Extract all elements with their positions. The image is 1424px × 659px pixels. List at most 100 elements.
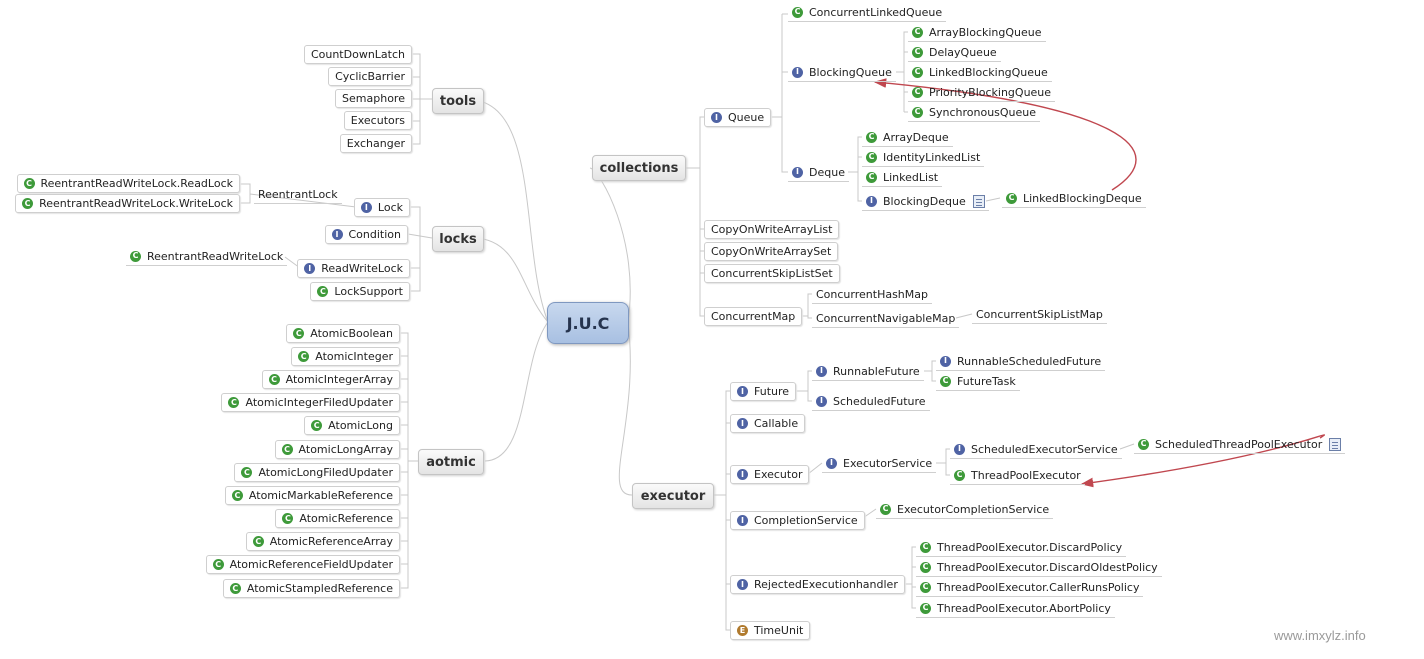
class-icon: C: [912, 26, 923, 38]
arrow-scheduled-to-threadpoolexecutor: [1080, 434, 1325, 488]
class-icon: C: [912, 66, 923, 78]
tool-node[interactable]: Semaphore: [335, 89, 412, 108]
class-icon: C: [792, 6, 803, 18]
category-executor[interactable]: executor: [632, 483, 714, 509]
concurrenthashmap-node[interactable]: ConcurrentHashMap: [812, 285, 932, 304]
tool-node[interactable]: Exchanger: [339, 134, 412, 153]
concurrentmap-node[interactable]: ConcurrentMap: [704, 307, 803, 326]
class-icon: C: [282, 513, 294, 524]
class-icon: C: [317, 286, 329, 297]
concurrentskiplistmap-node[interactable]: ConcurrentSkipListMap: [972, 305, 1107, 324]
class-icon: C: [912, 86, 923, 98]
root-node[interactable]: J.U.C: [547, 302, 629, 344]
interface-icon: I: [360, 202, 372, 213]
class-icon: C: [920, 581, 931, 593]
category-locks[interactable]: locks: [432, 226, 484, 252]
tool-node[interactable]: Executors: [343, 111, 412, 130]
interface-icon: I: [737, 469, 748, 480]
category-aotmic[interactable]: aotmic: [418, 449, 484, 475]
class-icon: C: [954, 469, 965, 481]
tool-node[interactable]: CyclicBarrier: [328, 67, 412, 86]
class-icon: C: [228, 397, 240, 408]
category-collections[interactable]: collections: [592, 155, 686, 181]
category-label: collections: [599, 160, 679, 176]
class-icon: C: [281, 444, 293, 455]
interface-icon: I: [737, 386, 748, 397]
concurrentskiplistset-node[interactable]: ConcurrentSkipListSet: [704, 264, 840, 283]
interface-icon: I: [792, 166, 803, 178]
copyonwritearraylist-node[interactable]: CopyOnWriteArrayList: [704, 220, 840, 239]
category-tools[interactable]: tools: [432, 88, 484, 114]
interface-icon: I: [954, 443, 965, 455]
interface-icon: I: [792, 66, 803, 78]
note-icon: [1329, 437, 1342, 451]
category-label: aotmic: [426, 454, 476, 470]
interface-icon: I: [866, 195, 877, 207]
class-icon: C: [252, 536, 264, 547]
reentrantlock-node[interactable]: ReentrantLock: [254, 185, 342, 204]
root-label: J.U.C: [566, 313, 610, 333]
class-icon: C: [1138, 438, 1149, 450]
concurrentnavigablemap-node[interactable]: ConcurrentNavigableMap: [812, 309, 960, 328]
category-label: executor: [640, 488, 706, 504]
class-icon: C: [912, 46, 923, 58]
class-icon: C: [920, 561, 931, 573]
tool-node[interactable]: CountDownLatch: [303, 45, 412, 64]
class-icon: C: [1006, 192, 1017, 204]
copyonwritearrayset-node[interactable]: CopyOnWriteArraySet: [704, 242, 839, 261]
